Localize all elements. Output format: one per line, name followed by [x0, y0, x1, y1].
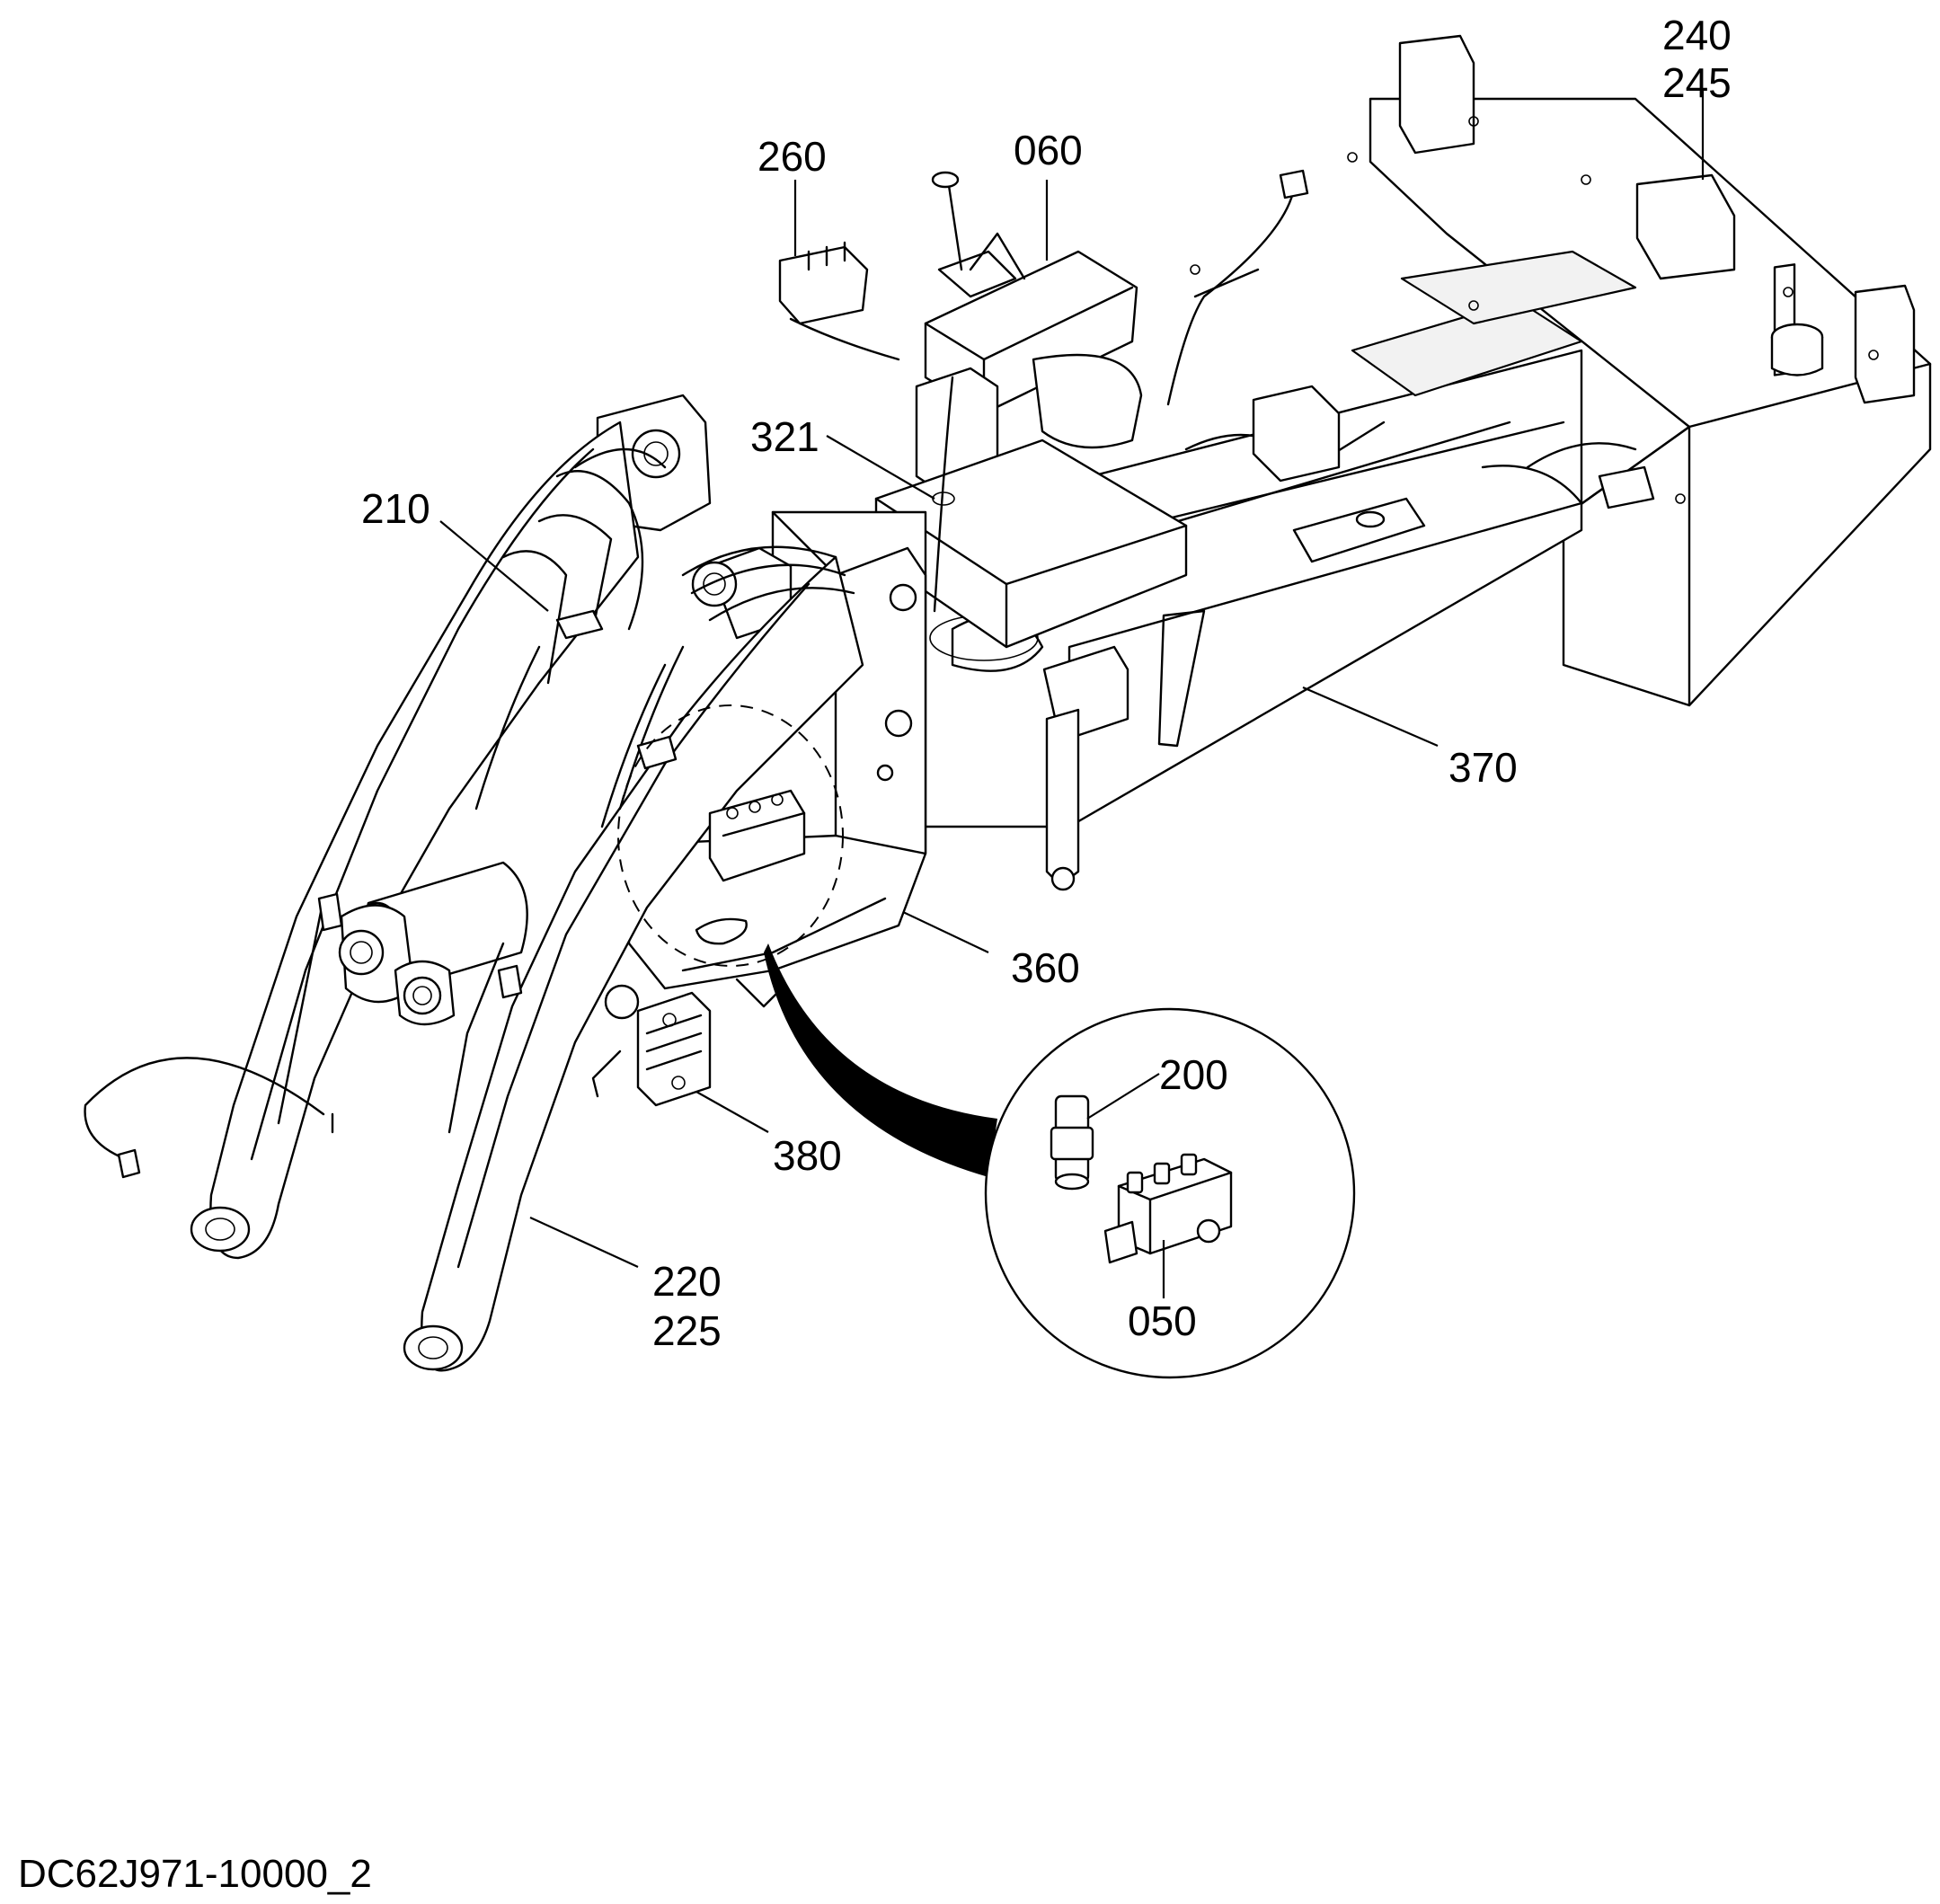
- callout-380: 380: [773, 1132, 842, 1179]
- detail-circle-dashed: [617, 704, 844, 967]
- callout-245: 245: [1662, 59, 1732, 106]
- leader-lines: [439, 90, 1705, 1298]
- callout-220: 220: [652, 1258, 722, 1305]
- hoses-210: [84, 447, 855, 1179]
- callout-321: 321: [750, 413, 819, 460]
- callout-370: 370: [1448, 744, 1518, 791]
- control-valve-050: [1103, 1153, 1233, 1264]
- detail-view: [764, 943, 1356, 1379]
- control-valve-lever-060: [915, 171, 1143, 496]
- solenoid-200: [1050, 1094, 1094, 1191]
- floor-plate-321: [874, 376, 1188, 649]
- boom-arm-left: [190, 421, 640, 1260]
- pedal-bracket-260: [778, 241, 900, 361]
- callout-360: 360: [1011, 944, 1080, 991]
- callout-060: 060: [1014, 127, 1083, 173]
- callout-225: 225: [652, 1307, 722, 1354]
- callout-050: 050: [1128, 1297, 1197, 1344]
- drawing-code: DC62J971-10000_2: [18, 1852, 372, 1896]
- frame-bolts: [1190, 116, 1879, 504]
- callout-200: 200: [1159, 1051, 1228, 1098]
- callout-260: 260: [757, 133, 827, 180]
- boom-cross-tube: [338, 861, 528, 1026]
- callout-210: 210: [361, 485, 430, 532]
- boom-arm-right: [403, 555, 864, 1372]
- detail-pointer: [764, 943, 997, 1177]
- valve-on-frame: [708, 789, 806, 882]
- plate-380: [591, 991, 712, 1107]
- callout-240: 240: [1662, 12, 1732, 58]
